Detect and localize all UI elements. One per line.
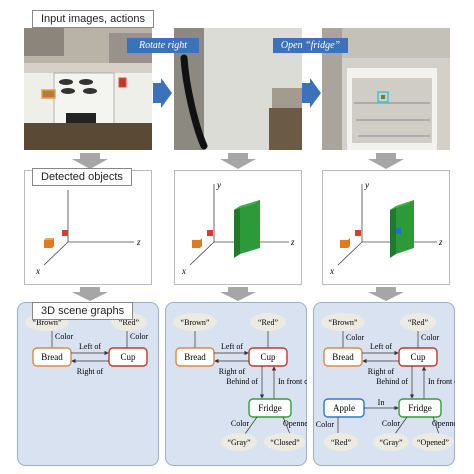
edge-color-right: Color: [130, 332, 149, 341]
node-fridge: Fridge: [408, 403, 432, 413]
axis-label-z: z: [290, 237, 295, 247]
arrow-down-icon: [72, 153, 108, 169]
attr-opened: “Opened”: [417, 438, 449, 447]
node-bread: Bread: [41, 352, 63, 362]
detected-objects-panel-3: y z x: [322, 170, 450, 285]
edge-left-of: Left of: [221, 342, 243, 351]
action-label-rotate-right: Rotate right: [127, 38, 199, 53]
edge-color: Color: [231, 419, 250, 428]
axis-label-z: z: [438, 237, 443, 247]
edge-color-fridge: Color: [382, 419, 401, 428]
node-bread: Bread: [332, 352, 354, 362]
edge-right-of: Right of: [77, 367, 104, 376]
node-fridge: Fridge: [258, 403, 282, 413]
detected-objects-panel-2: y z x: [174, 170, 302, 285]
axis-label-y: y: [364, 180, 369, 190]
section-label-detected: Detected objects: [32, 168, 132, 186]
attr-gray: “Gray”: [379, 438, 403, 447]
arrow-down-icon: [220, 287, 256, 301]
scene-graph-1: “Brown” “Red” Color Color Bread Cup Left…: [17, 302, 159, 466]
node-cup: Cup: [410, 352, 426, 362]
arrow-down-icon: [368, 287, 404, 301]
edge-color-left: Color: [55, 332, 74, 341]
edge-in-front-of: In front of: [428, 377, 455, 386]
node-apple: Apple: [333, 403, 355, 413]
edge-in: In: [378, 398, 385, 407]
arrow-down-icon: [368, 153, 404, 169]
attr-brown: “Brown”: [181, 318, 210, 327]
section-label-scene-graphs: 3D scene graphs: [32, 302, 134, 320]
action-label-open-fridge: Open “fridge”: [273, 38, 348, 53]
attr-red: “Red”: [119, 318, 139, 327]
edge-color-left: Color: [346, 333, 365, 342]
edge-in-front-of: In front of: [278, 377, 307, 386]
axis-label-x: x: [329, 266, 334, 276]
attr-closed: “Closed”: [270, 438, 300, 447]
edge-behind-of: Behind of: [226, 377, 258, 386]
node-cup: Cup: [120, 352, 136, 362]
input-image-fridge-open: [322, 28, 450, 150]
arrow-down-icon: [72, 287, 108, 301]
edge-right-of: Right of: [368, 367, 395, 376]
attr-brown: “Brown”: [329, 318, 358, 327]
axis-label-x: x: [181, 266, 186, 276]
arrow-right-icon: [153, 78, 172, 108]
attr-red-apple: “Red”: [331, 438, 351, 447]
axis-label-x: x: [35, 266, 40, 276]
node-bread: Bread: [184, 352, 206, 362]
edge-openness: Openness: [283, 419, 307, 428]
attr-brown: “Brown”: [33, 318, 62, 327]
section-label-input: Input images, actions: [32, 10, 154, 28]
edge-color-right: Color: [421, 333, 440, 342]
attr-red: “Red”: [408, 318, 428, 327]
edge-color-apple: Color: [316, 420, 335, 429]
axis-label-y: y: [216, 180, 221, 190]
detected-objects-panel-1: z x: [24, 170, 152, 285]
edge-left-of: Left of: [79, 342, 101, 351]
edge-behind-of: Behind of: [376, 377, 408, 386]
edge-openness: Openness: [432, 419, 455, 428]
arrow-down-icon: [220, 153, 256, 169]
attr-gray: “Gray”: [227, 438, 251, 447]
scene-graph-3: “Brown” “Red” Color Color Bread Cup Left…: [313, 302, 455, 466]
scene-graph-2: “Brown” “Red” Bread Cup Left of Right of…: [165, 302, 307, 466]
edge-left-of: Left of: [370, 342, 392, 351]
node-cup: Cup: [260, 352, 276, 362]
arrow-right-icon: [302, 78, 321, 108]
edge-right-of: Right of: [219, 367, 246, 376]
attr-red: “Red”: [258, 318, 278, 327]
axis-label-z: z: [136, 237, 141, 247]
